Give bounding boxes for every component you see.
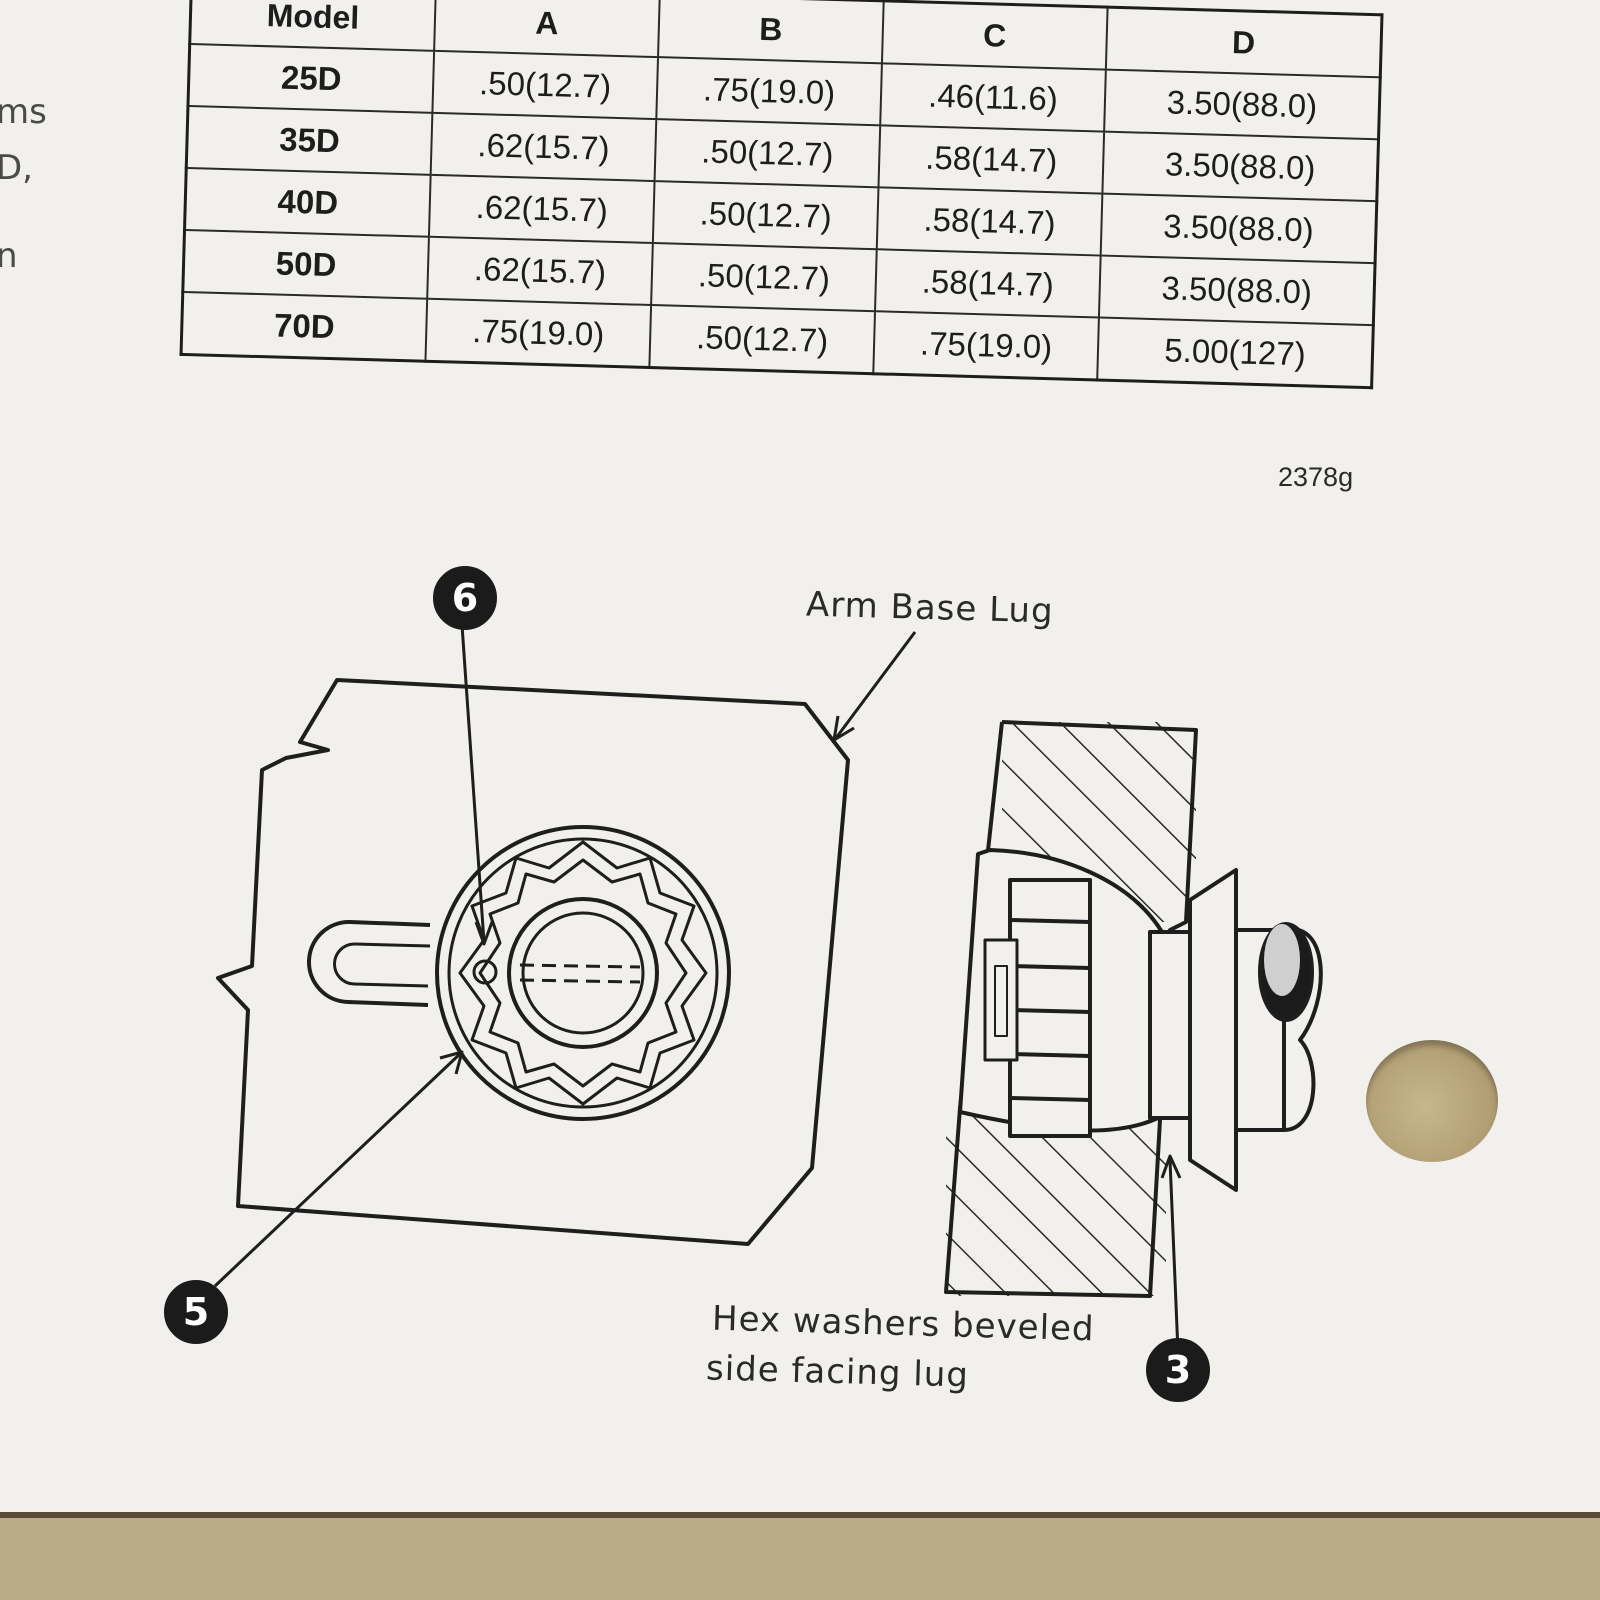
left-text-fragment-1: ms: [0, 92, 47, 132]
figure-code: 2378g: [1278, 462, 1354, 492]
lug-plate-outline: [216, 678, 850, 1246]
callout-3: 3: [1146, 1338, 1210, 1402]
bolt-head: [507, 897, 659, 1049]
manual-page: ms D, n Model A B C D 25D .50(12.7) .75(…: [0, 0, 1600, 1518]
hex-washer: [1188, 868, 1238, 1192]
left-text-fragment-3: n: [0, 236, 18, 276]
arm-base-lug-label: Arm Base Lug: [805, 584, 1055, 632]
twelve-point-socket: [458, 840, 708, 1106]
callout-5: 5: [164, 1280, 228, 1344]
left-text-fragment-2: D,: [0, 148, 33, 188]
callout-6: 6: [433, 566, 497, 630]
cotter-pin-eye: [472, 959, 498, 985]
binder-punch-hole: [1366, 1040, 1498, 1162]
outer-socket-ring: [435, 825, 731, 1121]
hex-washers-label-line2: side facing lug: [705, 1348, 970, 1396]
arm-base-lug-illustration: [213, 624, 1323, 1353]
slot-outline: [307, 919, 431, 1007]
